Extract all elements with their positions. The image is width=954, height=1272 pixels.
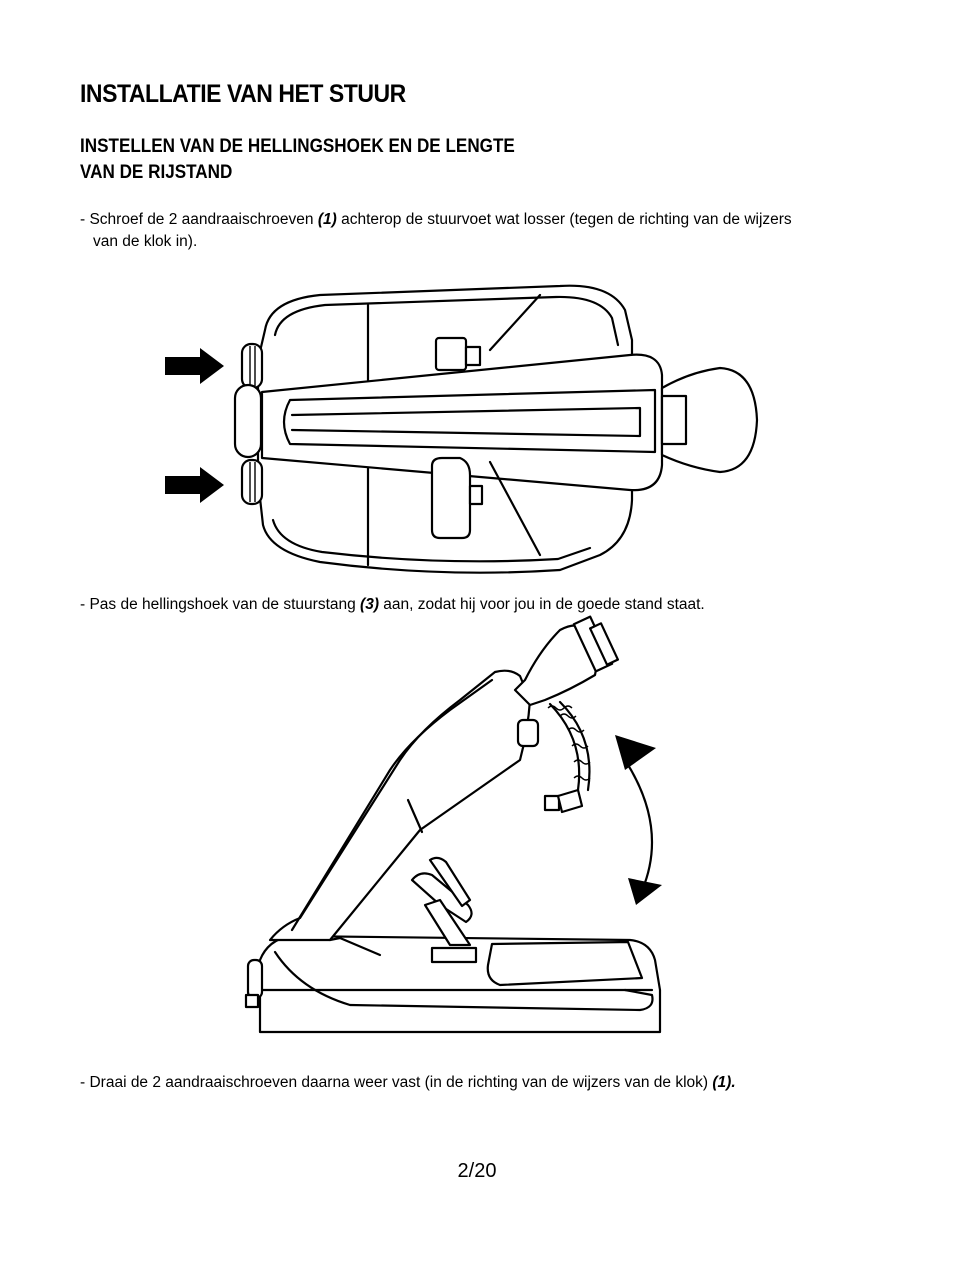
step-2-text: - Pas de hellingshoek van de stuurstang [80,596,361,613]
base-side-view-illustration [244,615,662,1034]
step-2-text-end: aan, zodat hij voor jou in de goede stan… [379,596,705,613]
step-2-reference: (3) [360,596,379,613]
instruction-step-2: - Pas de hellingshoek van de stuurstang … [80,594,845,616]
page-number: 2/20 [457,1160,497,1182]
base-top-view-illustration [165,284,759,574]
step-3-text: - Draai de 2 aandraaischroeven daarna we… [80,1074,713,1091]
page-title: INSTALLATIE VAN HET STUUR [80,80,406,108]
arrow-right-icon [165,348,224,384]
section-title: INSTELLEN VAN DE HELLINGSHOEK EN DE LENG… [80,134,515,186]
step-3-reference: (1). [712,1074,736,1091]
step-1-text-line2: van de klok in). [93,233,198,250]
tilt-arrow-icon [615,735,662,905]
section-title-line2: VAN DE RIJSTAND [80,162,233,183]
instruction-step-3: - Draai de 2 aandraaischroeven daarna we… [80,1072,845,1094]
step-1-text: - Schroef de 2 aandraaischroeven [80,211,318,228]
section-title-line1: INSTELLEN VAN DE HELLINGSHOEK EN DE LENG… [80,136,515,157]
instruction-step-1: - Schroef de 2 aandraaischroeven (1) ach… [80,209,845,253]
step-1-reference: (1) [317,211,337,228]
arrow-right-icon [165,467,224,503]
step-1-text-end: achterop de stuurvoet wat losser (tegen … [336,211,792,228]
